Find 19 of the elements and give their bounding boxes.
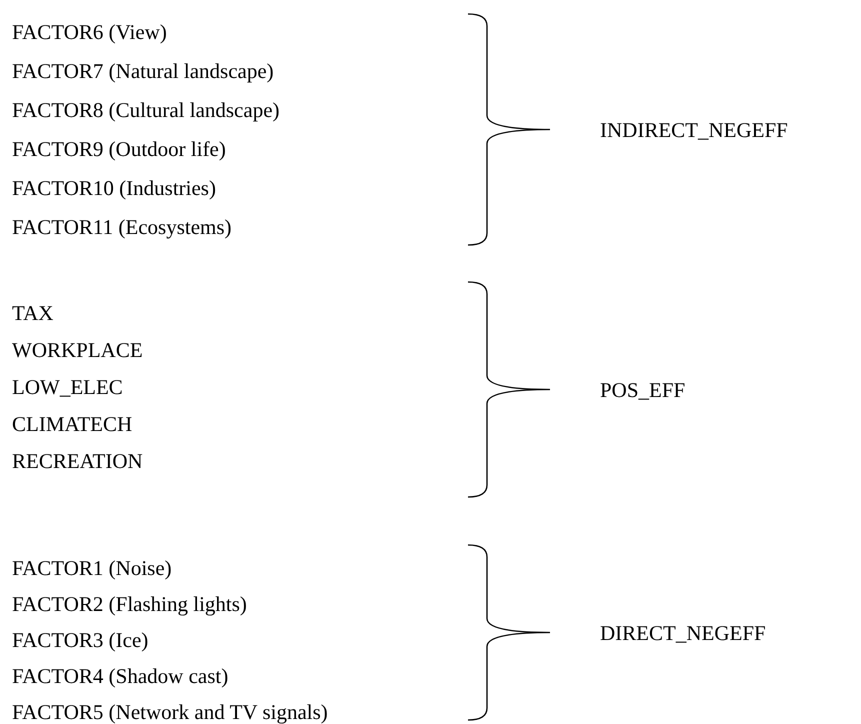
item-label: FACTOR11 (Ecosystems) — [12, 215, 232, 239]
item-label: FACTOR6 (View) — [12, 20, 167, 44]
item-label: FACTOR9 (Outdoor life) — [12, 137, 226, 161]
item-label: FACTOR8 (Cultural landscape) — [12, 98, 280, 122]
item-label: FACTOR7 (Natural landscape) — [12, 59, 274, 83]
item-label: FACTOR2 (Flashing lights) — [12, 592, 247, 616]
group-label: DIRECT_NEGEFF — [600, 620, 766, 644]
item-label: TAX — [12, 301, 54, 325]
item-label: FACTOR3 (Ice) — [12, 628, 148, 652]
item-label: WORKPLACE — [12, 338, 143, 362]
group-label: INDIRECT_NEGEFF — [600, 118, 788, 142]
group-label: POS_EFF — [600, 378, 686, 402]
item-label: LOW_ELEC — [12, 375, 123, 399]
item-label: FACTOR4 (Shadow cast) — [12, 664, 228, 688]
item-label: FACTOR5 (Network and TV signals) — [12, 700, 328, 724]
item-label: CLIMATECH — [12, 412, 132, 436]
item-label: RECREATION — [12, 449, 143, 473]
item-label: FACTOR1 (Noise) — [12, 556, 172, 580]
item-label: FACTOR10 (Industries) — [12, 176, 216, 200]
